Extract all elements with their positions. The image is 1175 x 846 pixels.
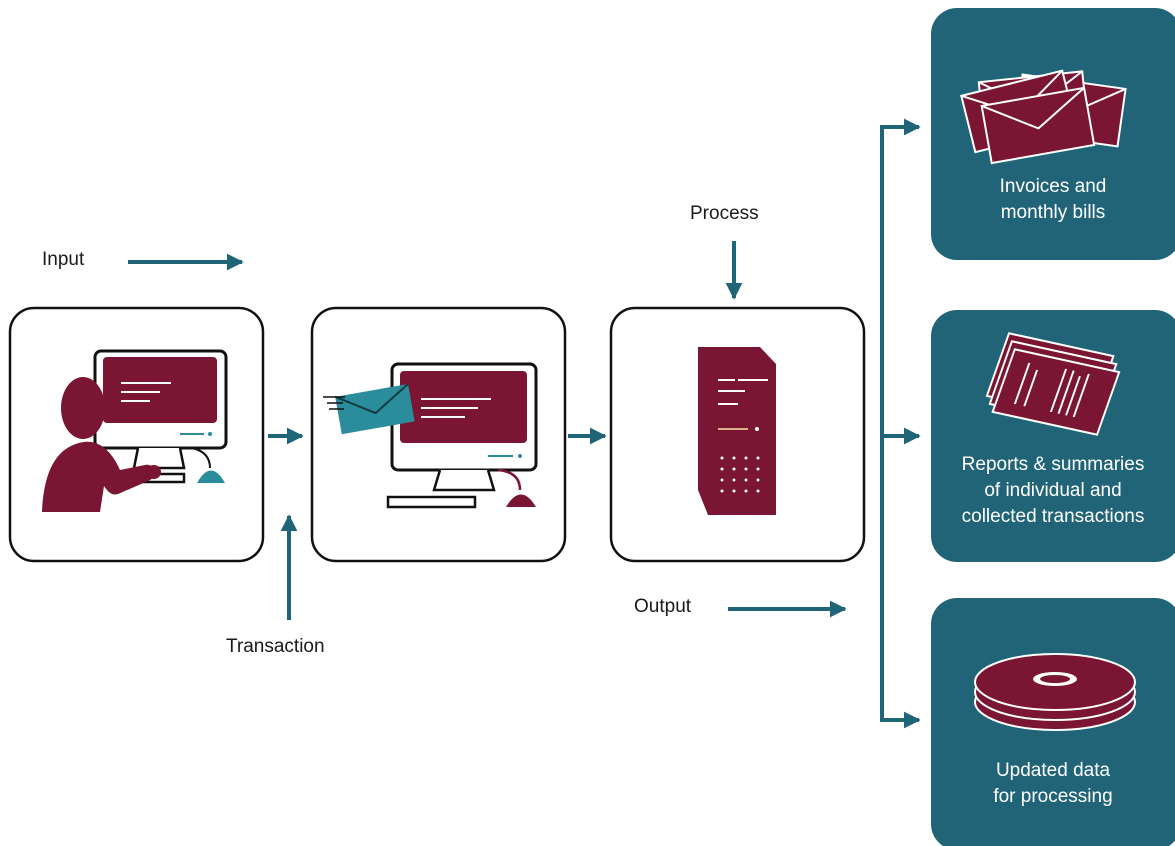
disks-icon — [974, 653, 1136, 731]
invoices-label: Invoices and monthly bills — [931, 174, 1175, 226]
output-label: Output — [634, 596, 692, 617]
input-label: Input — [42, 249, 85, 270]
invoices-label-line-1: Invoices and — [999, 176, 1107, 197]
computer-with-envelope-icon — [323, 362, 538, 509]
transaction-label: Transaction — [226, 636, 325, 657]
server-icon — [698, 347, 776, 515]
updated-data-label-line-1: Updated data — [995, 760, 1111, 781]
output-branch-bracket — [880, 118, 921, 729]
process-label: Process — [690, 203, 759, 224]
reports-label-line-2: of individual and — [984, 480, 1122, 501]
envelopes-icon — [960, 69, 1127, 165]
reports-label: Reports & summaries of individual and co… — [931, 452, 1175, 530]
reports-label-line-1: Reports & summaries — [961, 454, 1145, 475]
computer-user-icon — [42, 349, 228, 512]
updated-data-label-line-2: for processing — [993, 786, 1113, 807]
reports-icon — [985, 332, 1121, 436]
updated-data-label: Updated data for processing — [931, 758, 1175, 810]
reports-label-line-3: collected transactions — [961, 506, 1145, 527]
invoices-label-line-2: monthly bills — [1000, 202, 1106, 223]
